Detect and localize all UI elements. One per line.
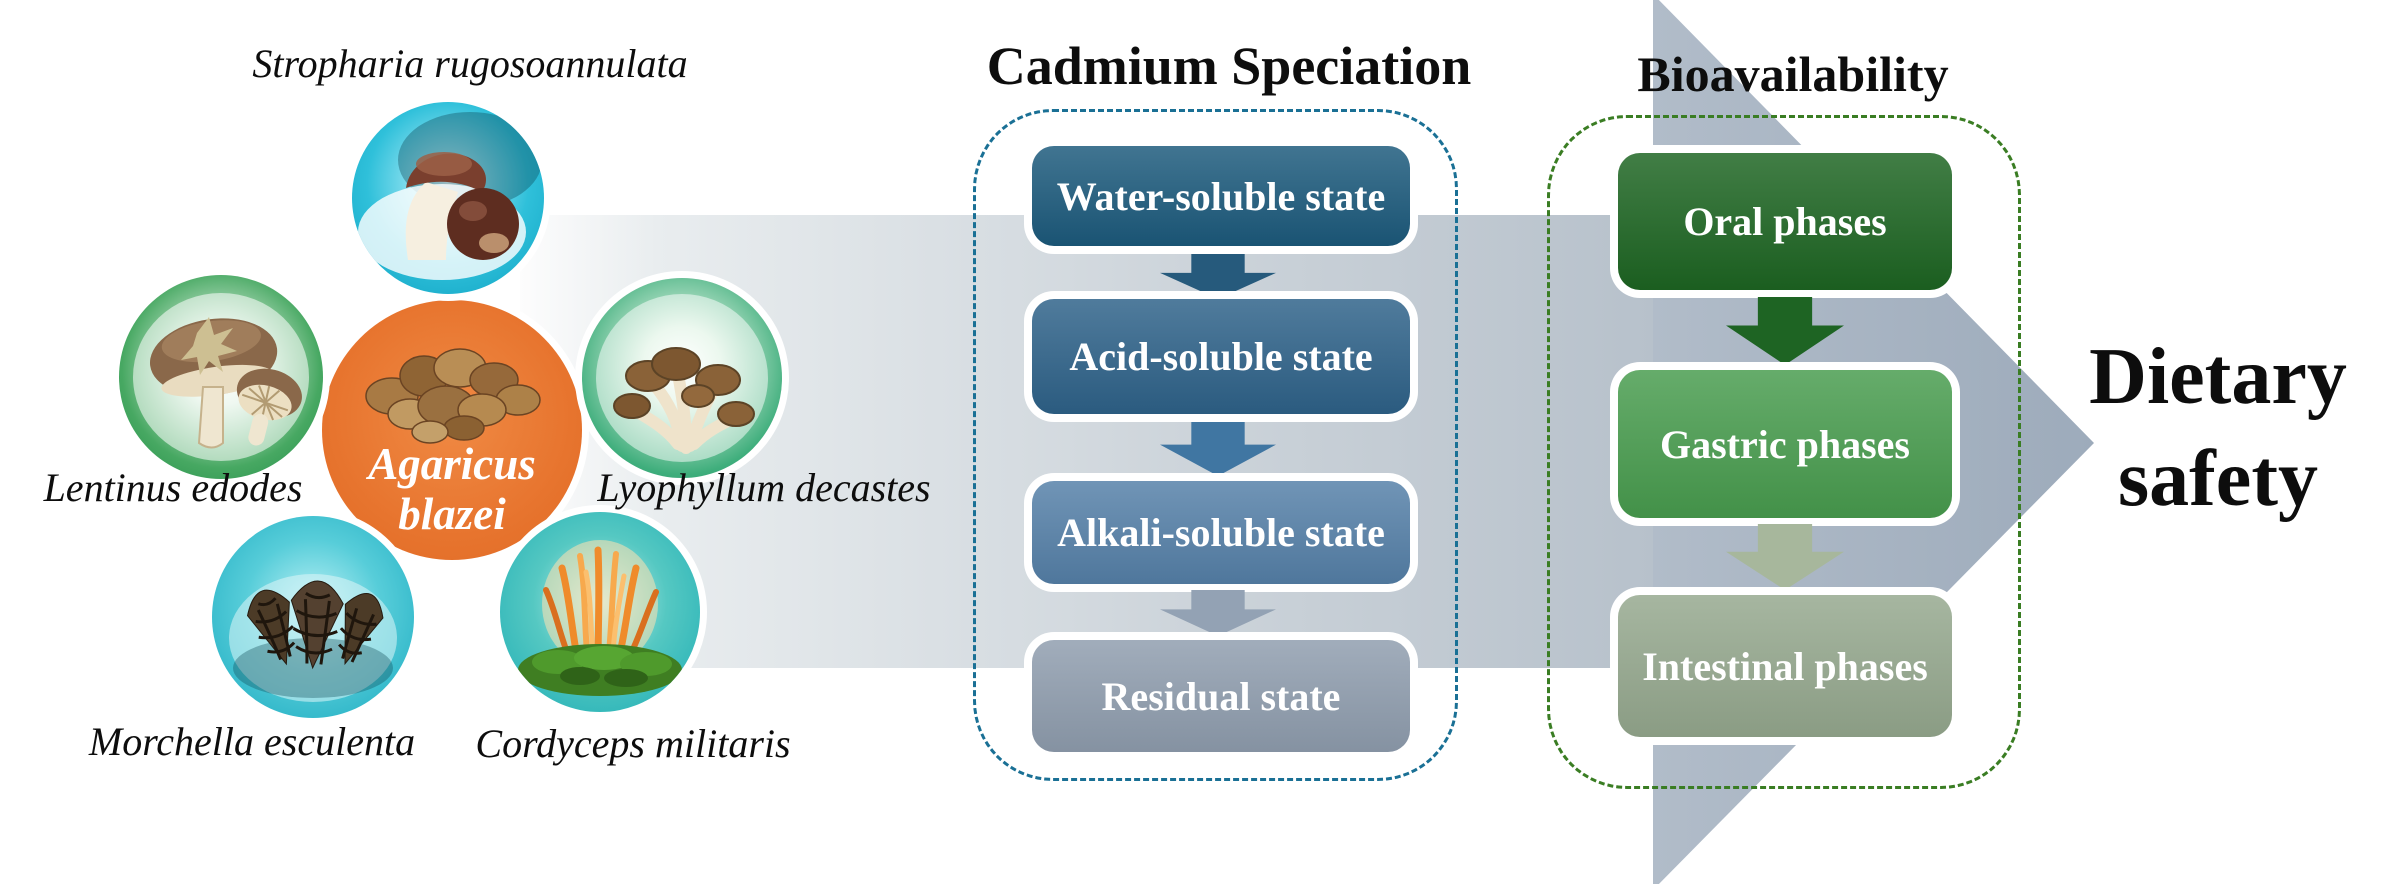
stropharia-species-label: Stropharia rugosoannulata [252,41,688,86]
step-gastric-phases: Gastric phases [1618,370,1952,518]
lyophyllum-species-label: Lyophyllum decastes [597,465,931,510]
stropharia-mushroom-icon [358,112,542,280]
dietary-safety-text: Dietary safety [2030,326,2406,531]
agaricus-mushroom-icon [365,348,541,444]
step-intestinal-phases: Intestinal phases [1618,595,1952,737]
morchella-species-label: Morchella esculenta [88,719,416,764]
lentinus-photo-circle [119,275,323,479]
bioavailability-title: Bioavailability [1637,46,1949,102]
dietary-safety-line1: Dietary [2089,333,2347,421]
morchella-mushroom-icon [229,574,397,702]
lentinus-mushroom-icon [133,293,309,461]
speciation-title: Cadmium Speciation [986,36,1472,96]
agaricus-label: Agaricus blazei [322,439,582,539]
morchella-photo-circle [212,516,414,718]
agaricus-label-line1: Agaricus [368,439,536,489]
agaricus-label-line2: blazei [398,488,506,539]
dietary-safety-line2: safety [2118,435,2318,524]
bioavailability-panel [1547,115,2021,789]
cordyceps-mushroom-icon [518,540,682,696]
cordyceps-species-label: Cordyceps militaris [475,721,791,766]
lentinus-species-label: Lentinus edodes [43,465,303,510]
agaricus-photo-circle [322,300,582,560]
step-alkali-soluble-state: Alkali-soluble state [1032,481,1410,584]
step-acid-soluble-state: Acid-soluble state [1032,299,1410,414]
step-residual-state: Residual state [1032,640,1410,752]
speciation-panel [973,109,1458,781]
lyophyllum-mushroom-icon [596,294,768,462]
lyophyllum-photo-circle [582,278,782,478]
step-oral-phases: Oral phases [1618,153,1952,290]
stropharia-photo-circle [352,102,544,294]
step-water-soluble-state: Water-soluble state [1032,146,1410,246]
cordyceps-photo-circle [500,512,700,712]
